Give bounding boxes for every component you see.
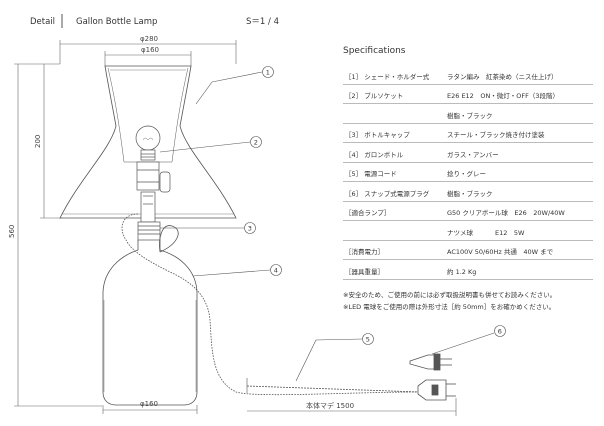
spec-value: スチール・ブラック焼き付け塗装 <box>447 131 545 139</box>
notes: ※安全のため、ご使用の前には必ず取扱説明書も併せてお読みください。 ※LED 電… <box>343 289 593 313</box>
callout-6 <box>431 325 506 355</box>
callout-6-label: 6 <box>498 328 502 336</box>
dim-label-shade-height: 200 <box>34 135 42 148</box>
callout-3-label: 3 <box>248 225 252 233</box>
spec-row: ［3］ ボトルキャップ スチール・ブラック焼き付け塗装 <box>343 124 593 143</box>
snap-plug <box>417 379 456 401</box>
spec-row: ［4］ ガロンボトル ガラス・アンバー <box>343 143 593 163</box>
spec-label: ［5］ 電源コード <box>345 170 397 178</box>
spec-value: 樹脂・ブラック <box>447 111 493 120</box>
bottle-cap <box>137 221 161 241</box>
snap-connector <box>409 353 452 371</box>
spec-value: ナツメ球 E12 5W <box>447 229 593 240</box>
specifications-table: ［1］ シェード・ホルダー式 ラタン編み 紅茶染め（ニス仕上げ） ［2］ ブルソケ… <box>343 65 593 280</box>
dimension-cord-length <box>247 398 457 416</box>
dimension-top-diameter <box>104 51 192 66</box>
spec-value: G50 クリアボール球 E26 20W/40W <box>447 209 565 217</box>
spec-value: E26 E12 ON・微灯・OFF（3段階） <box>447 92 560 100</box>
spec-value-lamp: ナツメ球 <box>447 228 473 237</box>
dim-label-shade-diameter: φ280 <box>140 35 158 43</box>
specifications-title: Specifications <box>343 46 406 56</box>
spec-label: ［6］ スナップ式電源プラグ <box>345 189 430 198</box>
callout-2 <box>159 136 262 153</box>
gallon-bottle <box>102 225 198 406</box>
callout-1 <box>195 66 274 105</box>
callout-2-label: 2 <box>254 139 258 147</box>
note-safety: ※安全のため、ご使用の前には必ず取扱説明書も併せてお読みください。 <box>343 290 557 299</box>
dimension-total-height <box>14 63 102 407</box>
spec-label <box>343 238 447 240</box>
spec-value: 捻り・グレー <box>447 170 486 178</box>
dim-label-cord-length: 本体マデ 1500 <box>306 401 354 410</box>
spec-label: ［4］ ガロンボトル <box>345 150 404 159</box>
internal-cord <box>121 213 421 396</box>
specifications-panel: Specifications ［1］ シェード・ホルダー式 ラタン編み 紅茶染め（… <box>343 46 593 313</box>
header-title: Gallon Bottle Lamp <box>76 17 157 27</box>
spec-value: ガラス・アンバー <box>447 150 499 159</box>
spec-label <box>343 121 447 123</box>
spec-label: ［消費電力］ <box>345 248 384 256</box>
dimension-shade-height <box>40 64 62 219</box>
dimension-bottle-diameter <box>102 405 198 414</box>
spec-label: ［3］ ボトルキャップ <box>345 131 410 139</box>
note-led: ※LED 電球をご使用の際は外形寸法［約 50mm］をお確かめください。 <box>343 302 556 311</box>
spec-row: ［適合ランプ］ G50 クリアボール球 E26 20W/40W <box>343 202 593 221</box>
spec-value: ラタン編み 紅茶染め（ニス仕上げ） <box>447 72 558 81</box>
callout-3 <box>160 222 256 234</box>
callout-1-label: 1 <box>266 69 270 77</box>
spec-row: ［6］ スナップ式電源プラグ 樹脂・ブラック <box>343 182 593 202</box>
header-section: Detail <box>30 17 55 27</box>
bulb <box>135 125 161 151</box>
spec-label: ［2］ ブルソケット <box>345 92 404 100</box>
socket <box>136 149 171 223</box>
dim-label-top-diameter: φ160 <box>141 46 159 54</box>
spec-row: ［消費電力］ AC100V 50/60Hz 共通 40W まで <box>343 241 593 260</box>
dim-label-total-height: 560 <box>8 225 16 238</box>
spec-row: 樹脂・ブラック <box>343 104 593 124</box>
spec-label: ［1］ シェード・ホルダー式 <box>345 72 430 81</box>
spec-label: ［適合ランプ］ <box>345 209 391 217</box>
callout-5-label: 5 <box>366 336 370 344</box>
spec-value: 約 1.2 Kg <box>447 267 477 276</box>
spec-row: ［1］ シェード・ホルダー式 ラタン編み 紅茶染め（ニス仕上げ） <box>343 65 593 85</box>
header-scale: S＝1 / 4 <box>246 17 279 27</box>
spec-value: 樹脂・ブラック <box>447 189 493 198</box>
spec-row: ［5］ 電源コード 捻り・グレー <box>343 163 593 182</box>
callout-5 <box>295 333 374 382</box>
spec-row: ［2］ ブルソケット E26 E12 ON・微灯・OFF（3段階） <box>343 85 593 104</box>
spec-label: ［器具重量］ <box>345 267 384 276</box>
spec-row: ［器具重量］ 約 1.2 Kg <box>343 260 593 280</box>
dim-label-bottle-diameter: φ160 <box>140 400 158 408</box>
callout-4-label: 4 <box>274 267 278 275</box>
spec-row: ナツメ球 E12 5W <box>343 221 593 241</box>
spec-value-lamp-spec: E12 5W <box>495 228 525 237</box>
callout-4 <box>192 264 282 277</box>
dimension-shade-diameter <box>59 40 237 64</box>
spec-value: AC100V 50/60Hz 共通 40W まで <box>447 248 554 256</box>
power-cord <box>246 378 421 393</box>
